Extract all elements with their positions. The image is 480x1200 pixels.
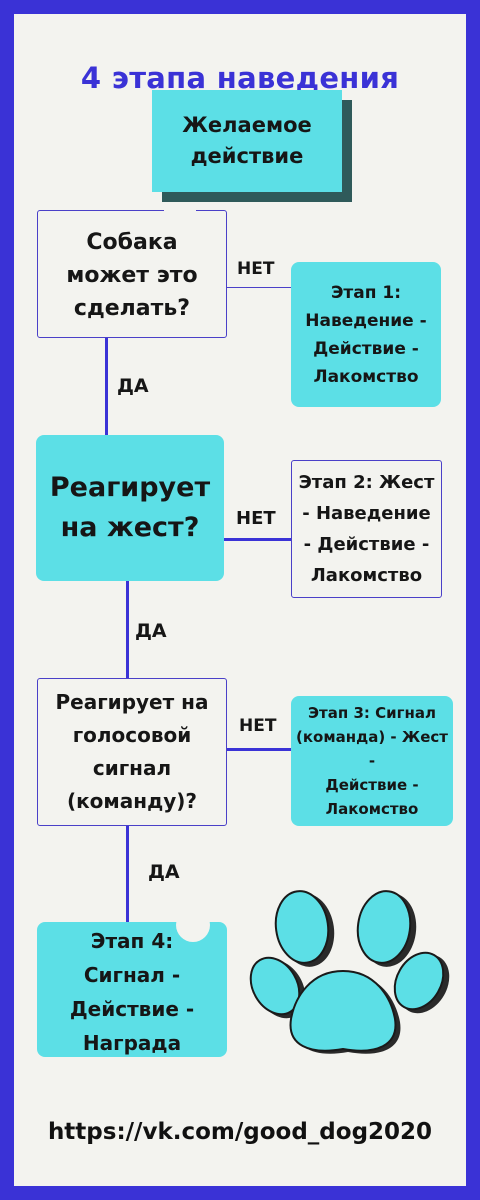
no-label-1: НЕТ xyxy=(237,259,275,279)
infographic-page: 4 этапа наведения Желаемое действие Соба… xyxy=(14,14,466,1186)
yes-label-3: ДА xyxy=(148,861,180,883)
connector-no-1 xyxy=(227,287,291,288)
stage-box-1: Этап 1: Наведение - Действие - Лакомство xyxy=(291,262,441,407)
decision-box-2: Реагирует на жест? xyxy=(36,435,224,581)
no-label-3: НЕТ xyxy=(239,716,277,736)
decision-box-1-gap xyxy=(164,207,196,213)
connector-yes-2 xyxy=(126,581,129,678)
stage-box-4-notch xyxy=(176,908,210,942)
yes-label-1: ДА xyxy=(117,375,149,397)
paw-icon xyxy=(249,890,450,1054)
stage-box-3: Этап 3: Сигнал (команда) - Жест - Действ… xyxy=(291,696,453,826)
page-title: 4 этапа наведения xyxy=(80,61,400,95)
footer-url[interactable]: https://vk.com/good_dog2020 xyxy=(47,1119,433,1145)
stage-box-2: Этап 2: Жест - Наведение - Действие - Ла… xyxy=(291,460,442,598)
start-box: Желаемое действие xyxy=(152,90,342,192)
decision-box-3: Реагирует на голосовой сигнал (команду)? xyxy=(37,678,227,826)
connector-no-3 xyxy=(227,748,291,751)
connector-no-2 xyxy=(224,538,292,541)
no-label-2: НЕТ xyxy=(236,508,276,529)
connector-yes-1 xyxy=(105,338,108,436)
connector-yes-3 xyxy=(126,826,129,922)
decision-box-1: Собака может это сделать? xyxy=(37,210,227,338)
stage-box-4: Этап 4: Сигнал - Действие - Награда xyxy=(37,922,227,1057)
yes-label-2: ДА xyxy=(135,620,167,642)
